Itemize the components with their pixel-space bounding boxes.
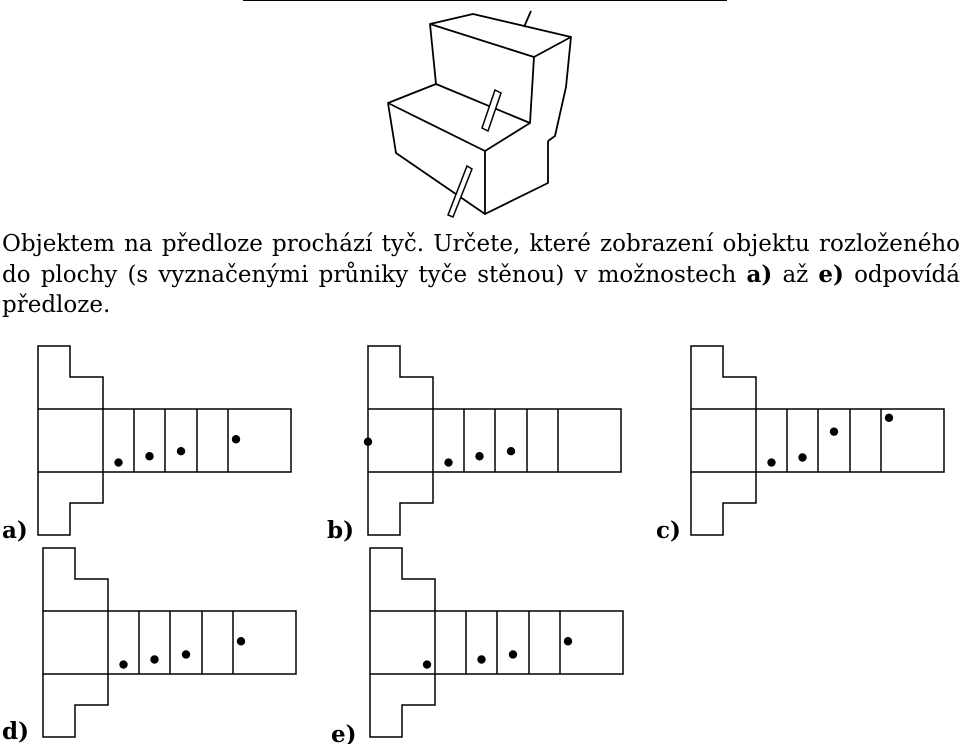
top-rule [243,0,727,2]
option-label-e: e) [331,721,357,744]
upper-block-top-face [429,13,572,58]
net-option-e[interactable] [369,547,626,738]
rod-lower-segment [447,164,473,218]
rod-intersection-dot [444,458,453,467]
net-bottom-flap [690,472,757,536]
rod-intersection-dot [236,637,246,646]
rod-intersection-dot [145,452,154,461]
rod-intersection-dot [508,650,518,659]
net-option-d[interactable] [42,547,299,738]
task-bold-a: a) [746,260,773,288]
rod-intersection-dot [176,447,186,456]
task-text-part-2: až [772,261,819,288]
rod-intersection-dot [231,435,241,444]
option-label-c: c) [656,517,681,544]
task-text-part-3: odpovídá předloze. [2,261,960,319]
net-top-flap [37,345,104,409]
rod-intersection-dot [506,447,516,456]
lower-step-front-face [387,102,486,215]
net-top-flap [42,547,109,611]
task-text-part-1: Objektem na předloze prochází tyč. Určet… [2,231,960,288]
rod-intersection-dot [422,660,432,669]
lower-step-right-face [484,141,549,215]
rod-middle-segment [481,88,502,133]
task-text: Objektem na předloze prochází tyč. Určet… [2,229,960,321]
rod-intersection-dot [884,413,894,423]
task-bold-e: e) [818,260,844,288]
lower-step-top-face [387,83,531,152]
net-bottom-flap [369,674,436,738]
rod-intersection-dot [829,427,839,436]
upper-block-right-face [547,36,572,142]
net-option-c[interactable] [690,345,947,536]
rod-intersection-dot [114,458,123,467]
rod-intersection-dot [181,650,191,659]
net-option-a[interactable] [37,345,294,536]
rod-intersection-dot [119,660,128,669]
net-bottom-flap [42,674,109,738]
rod-intersection-dot [150,655,159,664]
rod-intersection-dot [767,458,776,467]
option-label-d: d) [2,718,29,744]
rod-intersection-dot [563,637,573,646]
net-option-b[interactable] [363,345,624,536]
net-bottom-flap [37,472,104,536]
rod-intersection-dot [475,452,484,461]
net-top-flap [369,547,436,611]
option-label-b: b) [327,517,354,544]
rod-intersection-dot [363,437,373,446]
rod-intersection-dot [798,453,807,462]
upper-block-inner-edge [529,56,535,124]
net-top-flap [367,345,434,409]
net-bottom-flap [367,472,434,536]
rod-back-end [523,10,532,28]
staircase-object-with-rod [387,10,572,218]
upper-block-front-edge [429,23,437,85]
option-label-a: a) [2,517,28,544]
net-top-flap [690,345,757,409]
rod-intersection-dot [477,655,486,664]
